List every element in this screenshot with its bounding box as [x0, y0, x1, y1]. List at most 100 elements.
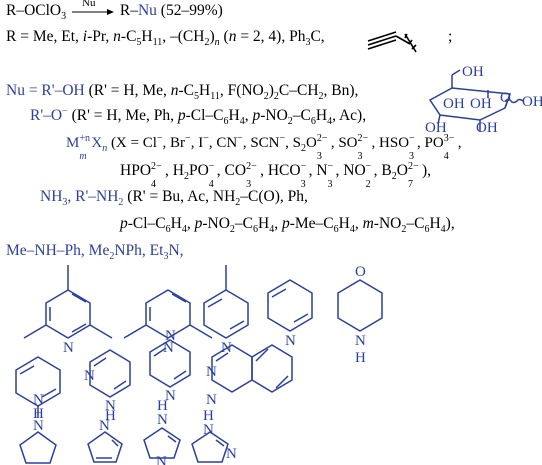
sugar-ring-o: O	[500, 90, 511, 106]
l5-r2: –C(O), Ph,	[240, 188, 308, 205]
l3-xsub: n	[102, 143, 108, 154]
sugar-oh-mid: OH	[470, 96, 492, 112]
ipr-i: i	[82, 28, 88, 45]
dimethylpyridine-2: N	[123, 289, 213, 356]
l2-h2: H	[315, 107, 328, 124]
l4-c: , H	[165, 162, 184, 179]
l3-r: , PO	[417, 135, 444, 151]
l3-b: , Br	[162, 135, 186, 151]
l6-d-sub: 2	[229, 224, 235, 236]
nu-line-7: Me–NH–Ph, Me2NPh, Et3N,	[6, 242, 184, 262]
l3-p: , HSO	[371, 135, 410, 151]
l7-c: N,	[168, 242, 184, 259]
l4-p: 2	[391, 171, 397, 183]
l2-h: H	[228, 107, 240, 124]
pyrazole-n1: N	[203, 422, 214, 438]
l6-m: m	[362, 215, 374, 232]
l6-f: H	[258, 215, 270, 232]
l3-i: −	[279, 133, 286, 144]
l1-h: H	[198, 82, 211, 99]
l2-cl: -Cl–C	[185, 107, 224, 124]
imidazole-n2: N	[156, 454, 167, 465]
l3-j: , S	[285, 135, 301, 151]
l4-d: 2	[183, 171, 189, 183]
l2-c-sub: 6	[223, 116, 229, 128]
l6-p2: p	[194, 215, 203, 232]
imidazole-h: H	[157, 398, 168, 414]
quinoxaline-n-2: N	[206, 392, 217, 408]
pyridine-n-2: N	[163, 340, 174, 356]
l4-i: , HCO	[260, 162, 301, 179]
nu-line-1: Nu = R'–OH (R' = H, Me, n-C5H11, F(NO2)2…	[6, 82, 358, 103]
trityl-c: C,	[310, 28, 325, 45]
l3-l: O	[305, 135, 317, 151]
l1-c5-sub: 5	[193, 91, 199, 103]
sugar-oh-top: OH	[462, 64, 484, 80]
l3-d: , I	[190, 135, 204, 151]
l4-g: , CO	[216, 162, 247, 179]
l4-e: PO	[188, 162, 209, 179]
l6-n: H	[429, 215, 441, 232]
l2-end: , Ac),	[332, 107, 367, 124]
l6-h: -Me–C	[289, 215, 334, 232]
l1-rest: (R' = H, Me,	[88, 82, 171, 99]
yield: (52–99%)	[160, 2, 223, 19]
l6-l-sub: 6	[424, 224, 430, 236]
l6-e-sub: 6	[253, 224, 259, 236]
nu-ro: R'–O	[30, 107, 63, 124]
imidazole-n1: N	[157, 412, 168, 428]
l6-l: –C	[406, 215, 425, 232]
l6-p: p	[120, 215, 128, 232]
l3-t: ,	[457, 135, 462, 151]
nu-roh: Nu = R'–OH	[6, 82, 85, 99]
chain: , –(CH	[162, 28, 205, 45]
nu-line-6: p-Cl–C6H4, p-NO2–C6H4, p-Me–C6H4, m-NO2–…	[120, 215, 455, 236]
l6-a: -Cl–C	[127, 215, 166, 232]
l2-comma: ,	[244, 107, 253, 124]
sugar-oh-left: OH	[443, 96, 465, 112]
ring-h-1: H	[33, 406, 44, 422]
l7-a: Me–NH–Ph, Me	[6, 242, 110, 259]
l2-h2-sub: 4	[327, 116, 333, 128]
pyrrolidinopyridine: N N H	[15, 356, 61, 464]
pyridine: N	[267, 279, 313, 349]
l6-c: ,	[186, 215, 195, 232]
l6-h-sub: 6	[333, 224, 339, 236]
l4-q: O	[396, 162, 408, 179]
l6-b: H	[170, 215, 182, 232]
l6-i: H	[338, 215, 350, 232]
pentyl-sub1: 5	[136, 37, 142, 49]
arrow-label: Nu	[82, 0, 96, 10]
l6-b-sub: 4	[181, 224, 187, 236]
l1-h-sub: 11	[210, 91, 220, 103]
pentyl: -C	[120, 28, 137, 45]
ring-n-6: N	[33, 418, 44, 434]
l6-k: -NO	[373, 215, 402, 232]
l4-s: ),	[421, 162, 432, 179]
l2-sup: −	[62, 105, 68, 117]
pyrimidine-n-1: N	[84, 368, 95, 384]
l2-p2: p	[252, 107, 261, 124]
pyrazole-n2: N	[226, 446, 237, 462]
l6-o: ),	[445, 215, 455, 232]
l3-f: , CN	[208, 135, 238, 151]
quinoxaline-n-1: N	[206, 364, 217, 380]
dimethylaminopyridine-like-1: N	[23, 265, 113, 356]
l3-x: X	[91, 135, 103, 151]
l7-b: NPh, Et	[114, 242, 164, 259]
l3-n: , SO	[330, 135, 358, 151]
l6-i-sub: 4	[349, 224, 355, 236]
chain-sub: 2	[204, 37, 210, 49]
chain-vals: = 2, 4), Ph	[236, 28, 306, 45]
morpholine-o: O	[355, 264, 366, 280]
pyrazine: N N H N N	[143, 328, 191, 465]
l4-a: HPO	[120, 162, 152, 179]
l2-p: p	[177, 107, 186, 124]
l3-a: −	[156, 133, 163, 144]
l4-k: , N	[308, 162, 328, 179]
l4-o: , B	[373, 162, 392, 179]
aminopyridine: N	[203, 265, 249, 356]
